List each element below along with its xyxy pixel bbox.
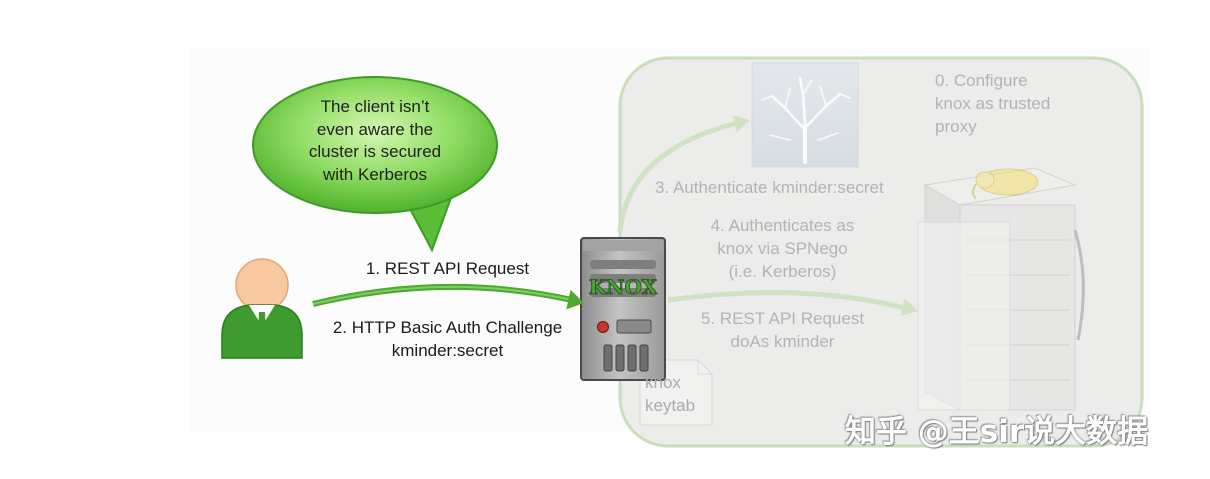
step-3-label: 3. Authenticate kminder:secret xyxy=(655,178,884,197)
step-2-line: kminder:secret xyxy=(391,341,504,360)
keytab-label: knox keytab xyxy=(645,371,695,417)
server-rack-icon xyxy=(917,167,1085,411)
keytab-line: knox xyxy=(645,373,681,392)
watermark: 知乎 @王sir说大数据 xyxy=(845,414,1149,450)
bubble-message: The client isn’t even aware the cluster … xyxy=(255,96,495,186)
bubble-line: cluster is secured xyxy=(308,142,442,161)
step-2-line: 2. HTTP Basic Auth Challenge xyxy=(332,318,563,337)
user-icon xyxy=(221,258,303,359)
configure-line: knox as trusted xyxy=(935,94,1051,113)
step-1-label: 1. REST API Request xyxy=(365,259,530,278)
knox-server-icon: KNOX xyxy=(580,237,666,381)
step-4-line: 4. Authenticates as xyxy=(710,216,855,235)
proxy-request-arrow xyxy=(667,290,918,316)
step-4-label: 4. Authenticates as knox via SPNego (i.e… xyxy=(680,214,885,283)
step-5-line: 5. REST API Request xyxy=(700,309,865,328)
authenticate-arrow xyxy=(617,115,750,233)
status-light xyxy=(597,321,609,333)
knox-logo: KNOX xyxy=(589,275,658,299)
request-arrow xyxy=(312,283,584,310)
step-5-label: 5. REST API Request doAs kminder xyxy=(680,307,885,353)
step-4-line: (i.e. Kerberos) xyxy=(728,262,837,281)
speech-bubble xyxy=(252,76,498,253)
bubble-line: with Kerberos xyxy=(323,164,427,184)
configure-line: proxy xyxy=(935,117,977,136)
step-4-line: knox via SPNego xyxy=(717,239,848,258)
step-2-label: 2. HTTP Basic Auth Challenge kminder:sec… xyxy=(315,316,580,362)
bubble-line: The client isn’t xyxy=(320,97,430,116)
keytab-line: keytab xyxy=(645,396,696,415)
keytab-fold xyxy=(697,360,712,375)
hadoop-elephant-icon xyxy=(972,168,1039,199)
configure-note: 0. Configure knox as trusted proxy xyxy=(935,69,1050,138)
step-5-line: doAs kminder xyxy=(730,332,835,351)
configure-line: 0. Configure xyxy=(935,71,1028,90)
bubble-line: even aware the xyxy=(316,119,434,139)
kerberos-tree-icon xyxy=(751,62,859,168)
